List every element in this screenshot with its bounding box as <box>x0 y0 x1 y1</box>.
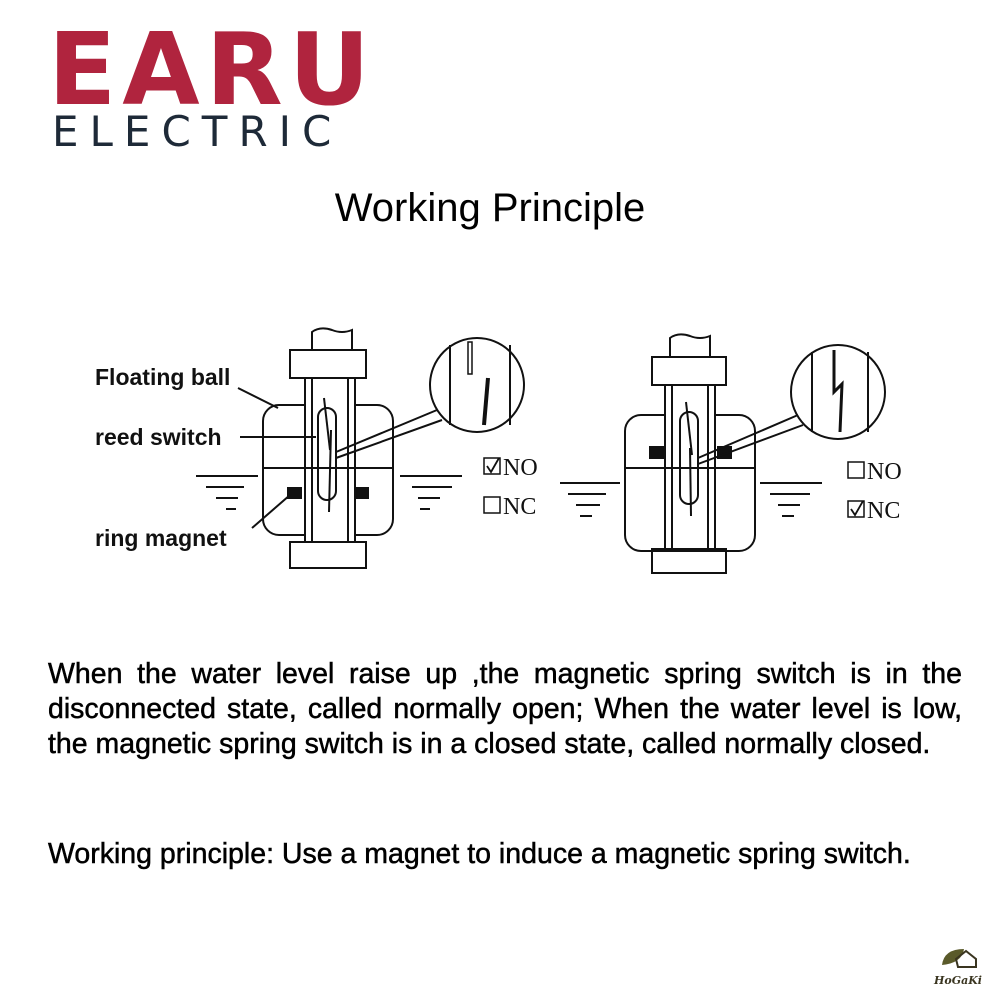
ring-magnet <box>287 487 302 499</box>
checkbox-no-checked <box>483 457 501 475</box>
float-switch-diagram: Floating ball reed switch ring magnet NO… <box>95 327 902 574</box>
watermark-logo: HoGaKi <box>928 945 988 987</box>
label-reed-switch: reed switch <box>95 424 222 450</box>
brand-subtitle: ELECTRIC <box>52 107 343 156</box>
float-switch-raised: Floating ball reed switch ring magnet NO… <box>95 327 538 569</box>
watermark-name: HoGaKi <box>934 974 982 987</box>
option-nc-right: NC <box>867 498 900 524</box>
label-floating-ball: Floating ball <box>95 364 230 390</box>
description-paragraph: When the water level raise up ,the magne… <box>48 658 963 761</box>
reed-switch <box>317 407 337 501</box>
label-ring-magnet: ring magnet <box>95 525 227 551</box>
house-leaf-icon <box>942 949 977 968</box>
option-nc: NC <box>503 494 536 520</box>
page-title: Working Principle <box>334 186 646 230</box>
option-no-right: NO <box>867 459 902 485</box>
principle-paragraph: Working principle: Use a magnet to induc… <box>48 838 911 871</box>
magnifier-circle <box>429 337 525 433</box>
brand-logo: EARU <box>48 11 376 128</box>
checkbox-nc-checked <box>847 500 865 518</box>
checkbox-nc <box>483 496 501 514</box>
float-switch-lowered: NO NC <box>560 333 902 574</box>
option-no: NO <box>503 455 538 481</box>
